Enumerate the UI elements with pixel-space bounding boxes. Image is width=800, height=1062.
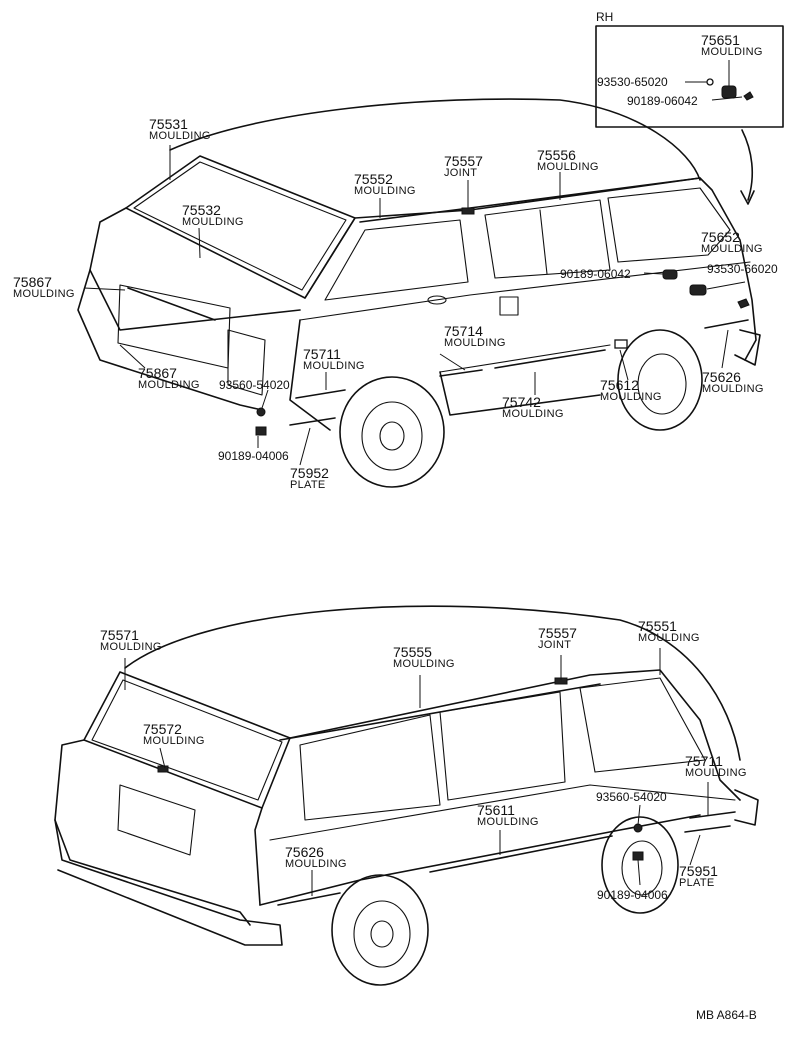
side-window-2	[484, 199, 611, 279]
top-wheel-2	[617, 329, 703, 431]
license-panel-bottom	[117, 784, 196, 856]
callout-75531: 75531 MOULDING	[149, 116, 211, 142]
callout-75556: 75556 MOULDING	[537, 147, 599, 173]
callout-93530-66020: 93530-66020	[707, 262, 778, 276]
rh-label: RH	[596, 10, 614, 24]
inset-screw-part	[743, 91, 754, 101]
callout-75626-top: 75626 MOULDING	[702, 369, 764, 395]
bottom-van-drawing	[54, 605, 759, 986]
callout-75711-bottom: 75711 MOULDING	[685, 753, 747, 779]
side-window-b3	[579, 677, 706, 773]
callout-90189-06042: 90189-06042	[560, 267, 631, 281]
callout-75626-bottom: 75626 MOULDING	[285, 844, 347, 870]
inset-clip-part	[706, 78, 714, 86]
callout-75867-upper: 75867 MOULDING	[13, 274, 75, 300]
callout-75714: 75714 MOULDING	[444, 323, 506, 349]
license-panel	[117, 284, 231, 369]
top-wheel-1	[339, 376, 445, 488]
callout-75611: 75611 MOULDING	[477, 802, 539, 828]
callout-75711-top: 75711 MOULDING	[303, 346, 365, 372]
callout-75742: 75742 MOULDING	[502, 394, 564, 420]
callout-93560-54020-top: 93560-54020	[219, 378, 290, 392]
callout-75951: 75951 PLATE	[679, 863, 718, 889]
rh-inset	[595, 25, 784, 205]
callout-75652: 75652 MOULDING	[701, 229, 763, 255]
callout-75551: 75551 MOULDING	[638, 618, 700, 644]
callout-93560-54020-bottom: 93560-54020	[596, 790, 667, 804]
callout-75651: 75651 MOULDING	[701, 32, 763, 58]
callout-90189-06042-inset: 90189-06042	[627, 94, 698, 108]
top-van-drawing	[77, 98, 761, 488]
callout-93530-65020: 93530-65020	[597, 75, 668, 89]
side-window-b2	[439, 691, 566, 801]
callout-75557-top: 75557 JOINT	[444, 153, 483, 179]
side-window-3	[607, 187, 731, 263]
callout-75571: 75571 MOULDING	[100, 627, 162, 653]
bottom-wheel-1	[331, 874, 429, 986]
callout-90189-04006-top: 90189-04006	[218, 449, 289, 463]
reference-code: MB A864-B	[696, 1008, 757, 1022]
callout-75572: 75572 MOULDING	[143, 721, 205, 747]
callout-75552: 75552 MOULDING	[354, 171, 416, 197]
callout-75612: 75612 MOULDING	[600, 377, 662, 403]
side-window-b1	[299, 714, 441, 821]
callout-75557-bottom: 75557 JOINT	[538, 625, 577, 651]
callout-75952: 75952 PLATE	[290, 465, 329, 491]
bottom-wheel-2	[601, 816, 679, 914]
bottom-leader-lines	[124, 648, 709, 896]
callout-75555: 75555 MOULDING	[393, 644, 455, 670]
side-window-1	[324, 219, 469, 301]
inset-moulding-part	[721, 85, 737, 99]
callout-90189-04006-bottom: 90189-04006	[597, 888, 668, 902]
top-leader-lines	[83, 145, 746, 466]
tail-lamp	[227, 329, 266, 396]
callout-75532: 75532 MOULDING	[182, 202, 244, 228]
callout-75867-lower: 75867 MOULDING	[138, 365, 200, 391]
